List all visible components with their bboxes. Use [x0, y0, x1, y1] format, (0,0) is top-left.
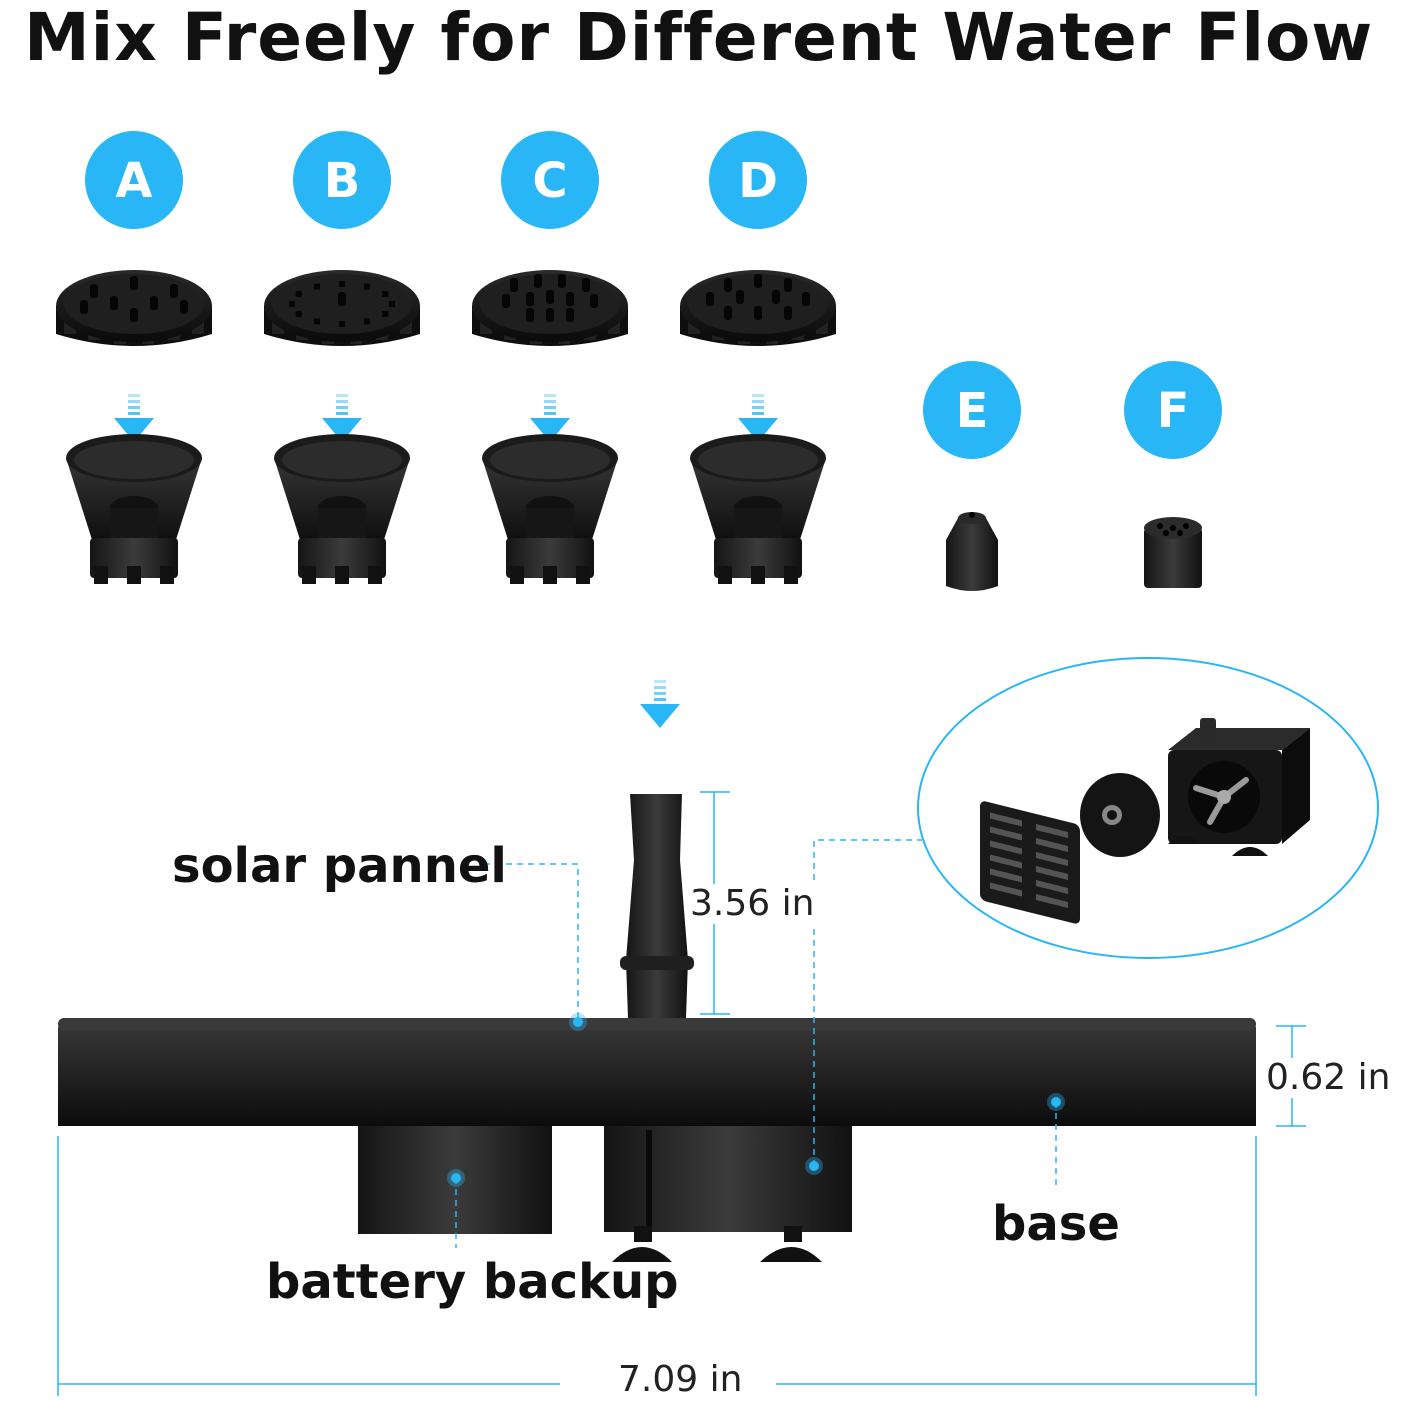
down-arrow-icon: [640, 680, 680, 728]
nozzle-f: [1144, 517, 1202, 588]
nozzle-badge-b: B: [293, 131, 391, 229]
nozzle-letter: C: [532, 153, 567, 209]
nozzle-badge-e: E: [923, 361, 1021, 459]
height-dimension: 3.56 in: [686, 884, 819, 924]
pump-exploded-view: [980, 718, 1310, 924]
pump-inset-outline: [917, 657, 1379, 959]
spray-head-icon: [56, 270, 212, 346]
thickness-dimension: 0.62 in: [1262, 1058, 1395, 1098]
callout-leaders: [455, 839, 1057, 1248]
nozzle-letter: A: [115, 153, 152, 209]
spray-head-icon: [472, 270, 628, 346]
nozzle-adapter-cup: [66, 434, 202, 584]
nozzle-badge-a: A: [85, 131, 183, 229]
nozzle-badge-f: F: [1124, 361, 1222, 459]
width-dimension: 7.09 in: [614, 1360, 747, 1400]
nozzle-letter: D: [738, 153, 778, 209]
spray-head-icon: [680, 270, 836, 346]
nozzle-adapter-cup: [690, 434, 826, 584]
nozzle-adapter-cup: [274, 434, 410, 584]
page-title: Mix Freely for Different Water Flow: [24, 0, 1374, 76]
battery-backup-label: battery backup: [266, 1254, 679, 1310]
callout-dots: [447, 1013, 1065, 1187]
base-label: base: [992, 1196, 1120, 1252]
nozzle-letter: E: [956, 383, 989, 439]
nozzle-e: [946, 512, 998, 591]
nozzle-badge-d: D: [709, 131, 807, 229]
nozzle-adapter-cup: [482, 434, 618, 584]
nozzle-badge-c: C: [501, 131, 599, 229]
nozzle-letter: B: [324, 153, 361, 209]
spray-head-icon: [264, 270, 420, 346]
nozzle-letter: F: [1157, 383, 1190, 439]
solar-panel-label: solar pannel: [172, 838, 507, 894]
